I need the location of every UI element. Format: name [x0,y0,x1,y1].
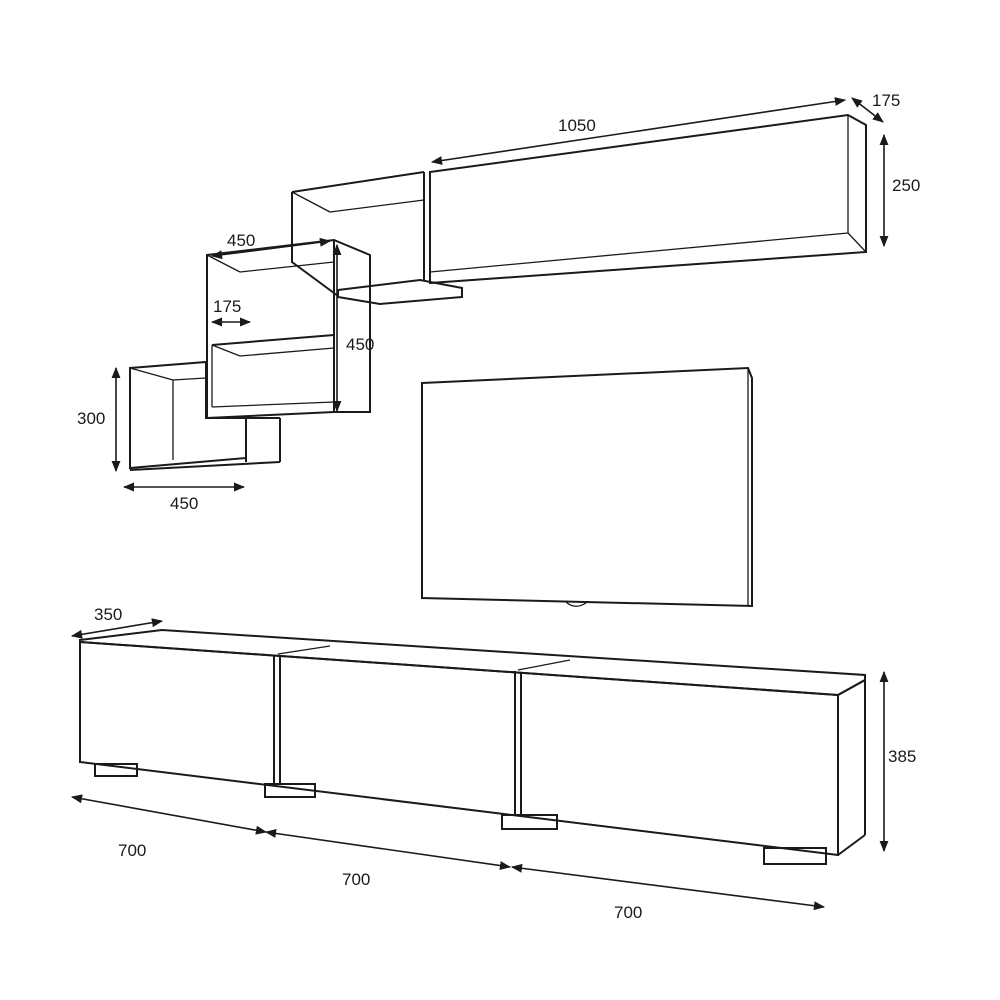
label-small-cube-height: 300 [77,409,105,428]
dim-line-700-a [70,794,268,835]
dim-line-700-c [510,863,826,911]
label-middle-cube-depth: 175 [213,297,241,316]
top-wall-shelf [291,113,867,306]
small-cube-shelf [129,360,281,471]
dim-line-350 [70,618,164,639]
label-tv-unit-section-2: 700 [342,870,370,889]
middle-cube-shelf [206,238,371,420]
label-tv-unit-height: 385 [888,747,916,766]
label-middle-cube-width: 450 [227,231,255,250]
tv-screen [421,366,753,608]
label-middle-cube-height: 450 [346,335,374,354]
label-tv-unit-depth: 350 [94,605,122,624]
dim-line-top-175 [851,97,884,123]
label-tv-unit-section-3: 700 [614,903,642,922]
label-small-cube-width: 450 [170,494,198,513]
dimension-lines [70,97,889,911]
dim-line-700-b [264,828,512,871]
label-tv-unit-section-1: 700 [118,841,146,860]
dim-line-cube-450-top [210,237,332,260]
tv-unit-cabinet [79,628,866,865]
label-top-shelf-depth: 175 [872,91,900,110]
label-top-shelf-length: 1050 [558,116,596,135]
dim-line-1050 [430,97,847,165]
label-top-shelf-height: 250 [892,176,920,195]
dimension-labels: 1050 175 250 450 175 450 300 450 350 385… [77,91,920,922]
